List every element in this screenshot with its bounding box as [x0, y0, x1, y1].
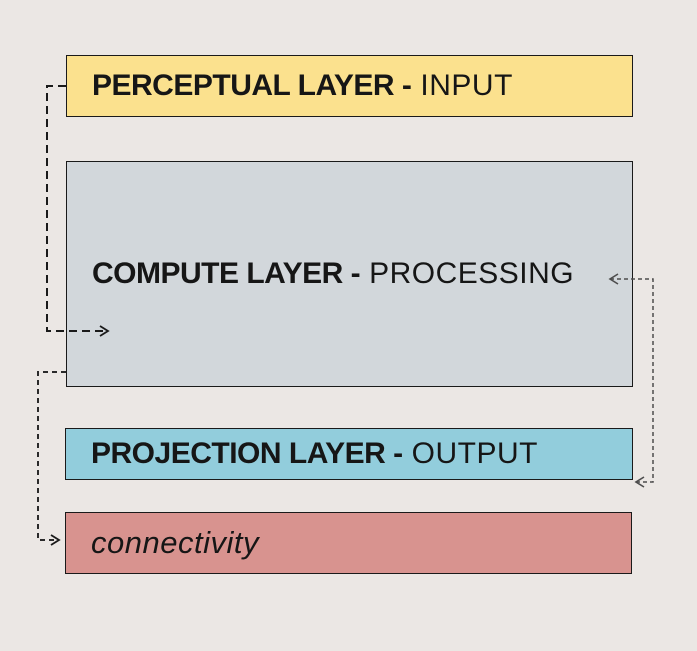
connectivity-label: connectivity: [91, 525, 259, 560]
compute-layer-box: COMPUTE LAYER - PROCESSING: [66, 161, 633, 387]
connector-compute-to-connectivity: [37, 371, 66, 546]
perceptual-layer-box: PERCEPTUAL LAYER - INPUT: [66, 55, 633, 117]
projection-layer-label: PROJECTION LAYER -: [91, 437, 403, 470]
projection-layer-box: PROJECTION LAYER - OUTPUT: [65, 428, 633, 480]
perceptual-layer-sublabel: INPUT: [420, 69, 513, 102]
perceptual-layer-label: PERCEPTUAL LAYER -: [92, 69, 412, 102]
projection-layer-sublabel: OUTPUT: [411, 437, 538, 470]
connectivity-box: connectivity: [65, 512, 632, 574]
compute-layer-sublabel: PROCESSING: [369, 257, 575, 290]
compute-layer-label: COMPUTE LAYER -: [92, 257, 361, 290]
